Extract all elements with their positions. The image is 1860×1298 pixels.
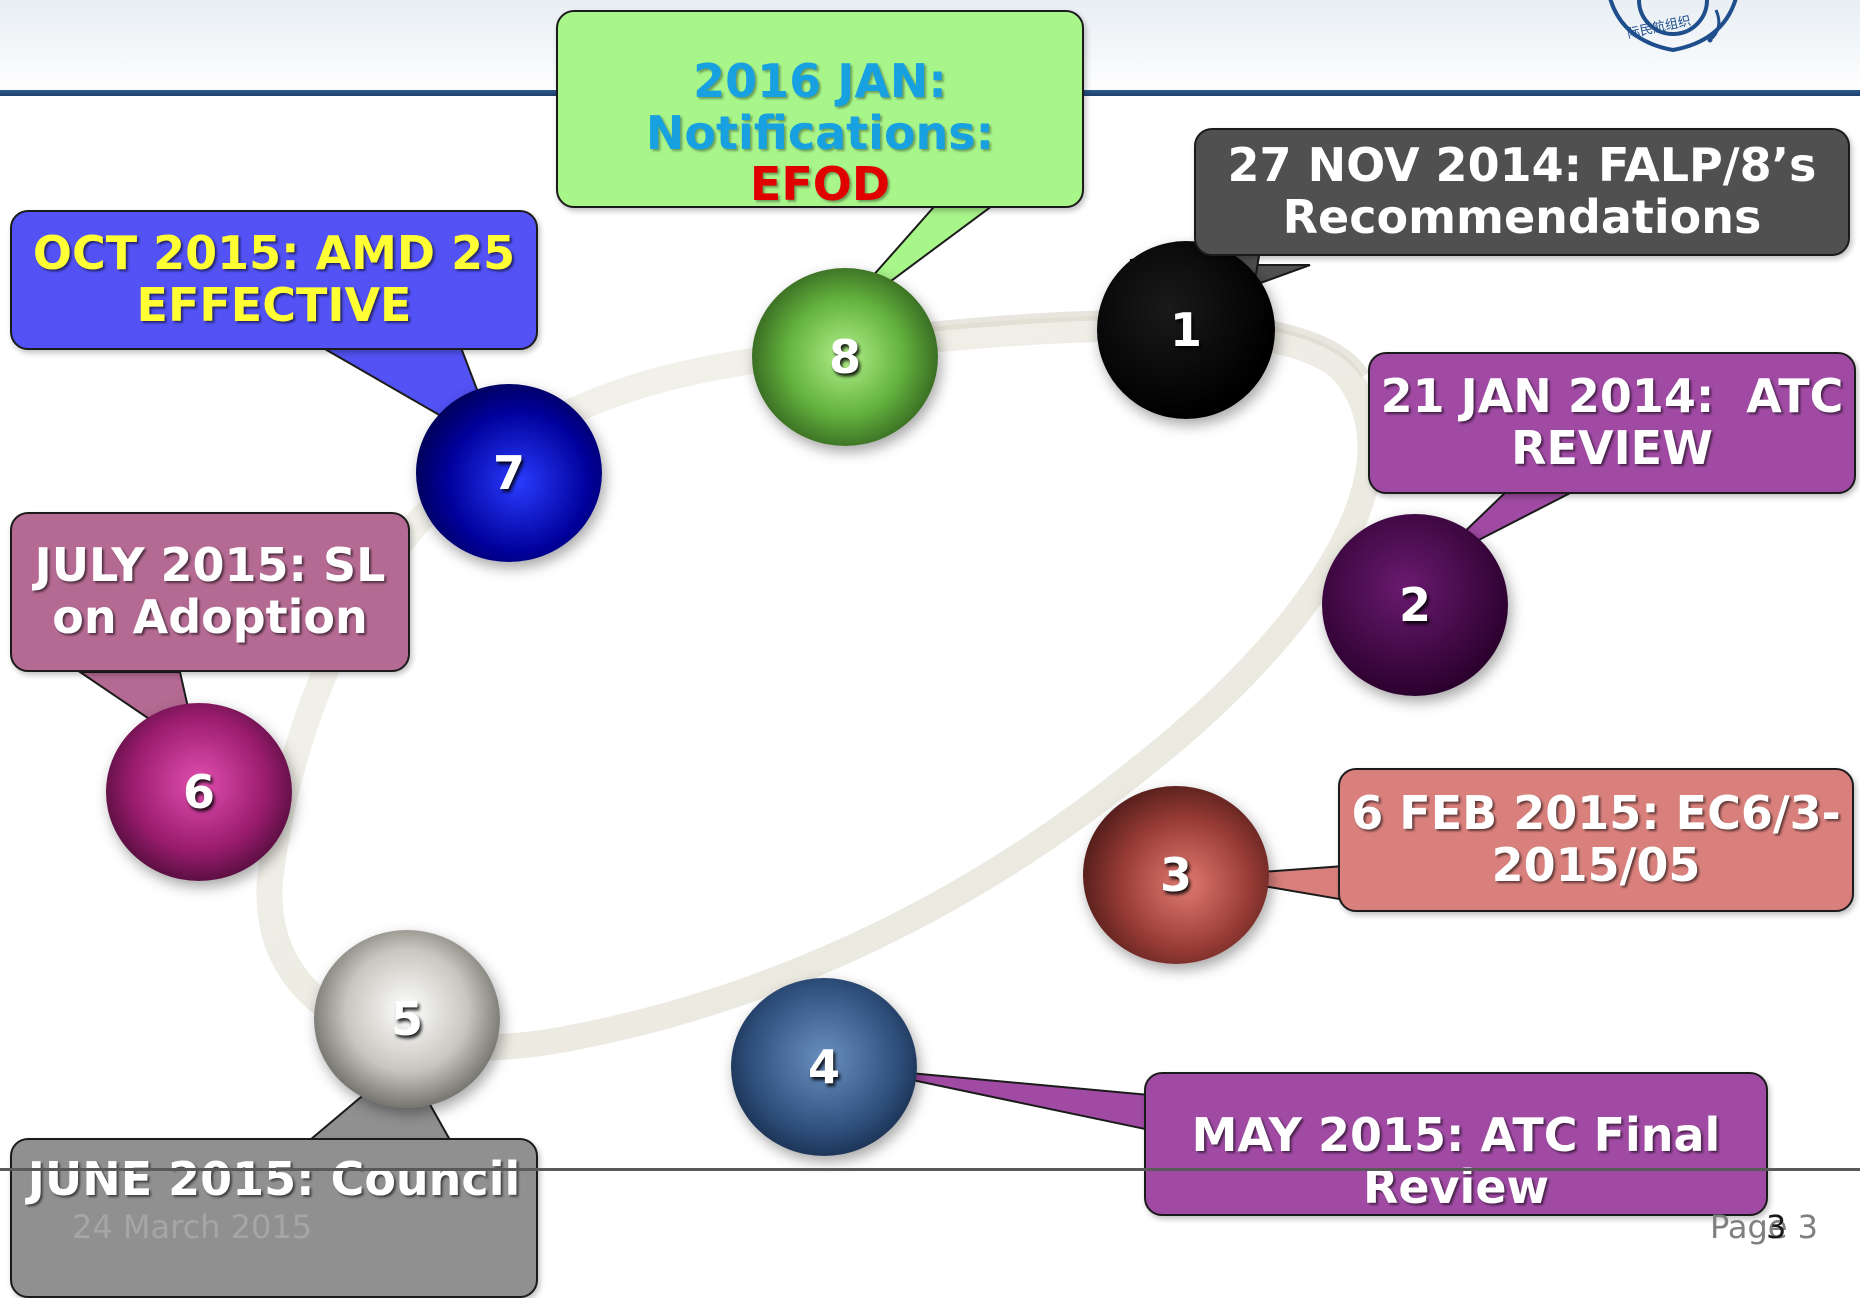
footer-page-overlay: 3 (1766, 1208, 1787, 1246)
step-3-ball: 3 (1083, 786, 1269, 964)
step-7-callout: OCT 2015: AMD 25 EFFECTIVE (10, 210, 538, 350)
step-6-number: 6 (182, 765, 215, 819)
step-8-callout-line-2: Notifications: (645, 105, 995, 160)
step-3-callout-line-1: 6 FEB 2015: EC6/3- (1351, 786, 1841, 841)
step-4-number: 4 (807, 1040, 840, 1094)
step-1-callout-line-1: 27 NOV 2014: FALP/8’s (1227, 138, 1817, 193)
step-4-callout-line-1: MAY 2015: ATC Final (1191, 1108, 1721, 1163)
icao-emblem-icon: 际民航组织 (1608, 0, 1738, 53)
step-8-callout-line-1: 2016 JAN: (693, 54, 947, 108)
step-7-callout-line-2: EFFECTIVE (136, 278, 412, 332)
footer-rule (0, 1168, 1860, 1171)
step-5-ball: 5 (314, 930, 500, 1108)
step-5-number: 5 (390, 992, 423, 1046)
step-3-callout: 6 FEB 2015: EC6/3- 2015/05 (1338, 768, 1854, 912)
step-8-ball: 8 (752, 268, 938, 446)
step-1-ball: 1 (1097, 241, 1275, 419)
step-7-ball: 7 (416, 384, 602, 562)
step-7-number: 7 (492, 446, 525, 500)
step-8-callout-line-3: EFOD (749, 157, 891, 212)
step-2-callout-line-2: REVIEW (1511, 421, 1713, 475)
step-2-number: 2 (1398, 578, 1431, 632)
step-3-callout-line-2: 2015/05 (1491, 838, 1701, 892)
step-3-number: 3 (1159, 848, 1192, 902)
step-1-number: 1 (1169, 303, 1202, 357)
step-6-callout-line-2: on Adoption (52, 590, 368, 644)
footer-page-label: Page 3 (1710, 1208, 1818, 1246)
step-2-callout: 21 JAN 2014: ATC REVIEW (1368, 352, 1856, 494)
step-8-callout: 2016 JAN: Notifications: EFOD (556, 10, 1084, 212)
step-5-callout-line-1: JUNE 2015: Council (27, 1152, 521, 1206)
step-4-ball: 4 (731, 978, 917, 1156)
step-6-ball: 6 (106, 703, 292, 881)
step-7-callout-line-1: OCT 2015: AMD 25 (32, 226, 516, 281)
step-8-number: 8 (828, 330, 861, 384)
step-6-callout: JULY 2015: SL on Adoption (10, 512, 410, 672)
step-2-ball: 2 (1322, 514, 1508, 696)
step-1-callout-line-2: Recommendations (1282, 190, 1762, 244)
step-6-callout-line-1: JULY 2015: SL (34, 538, 386, 593)
step-2-callout-line-1: 21 JAN 2014: ATC (1380, 369, 1844, 424)
step-1-callout: 27 NOV 2014: FALP/8’s Recommendations (1194, 128, 1850, 256)
step-5-callout: JUNE 2015: Council (10, 1138, 538, 1298)
footer-page-number: Page 3 3 (1710, 1208, 1818, 1246)
step-4-callout: MAY 2015: ATC Final Review (1144, 1072, 1768, 1216)
footer-date: 24 March 2015 (72, 1208, 313, 1246)
